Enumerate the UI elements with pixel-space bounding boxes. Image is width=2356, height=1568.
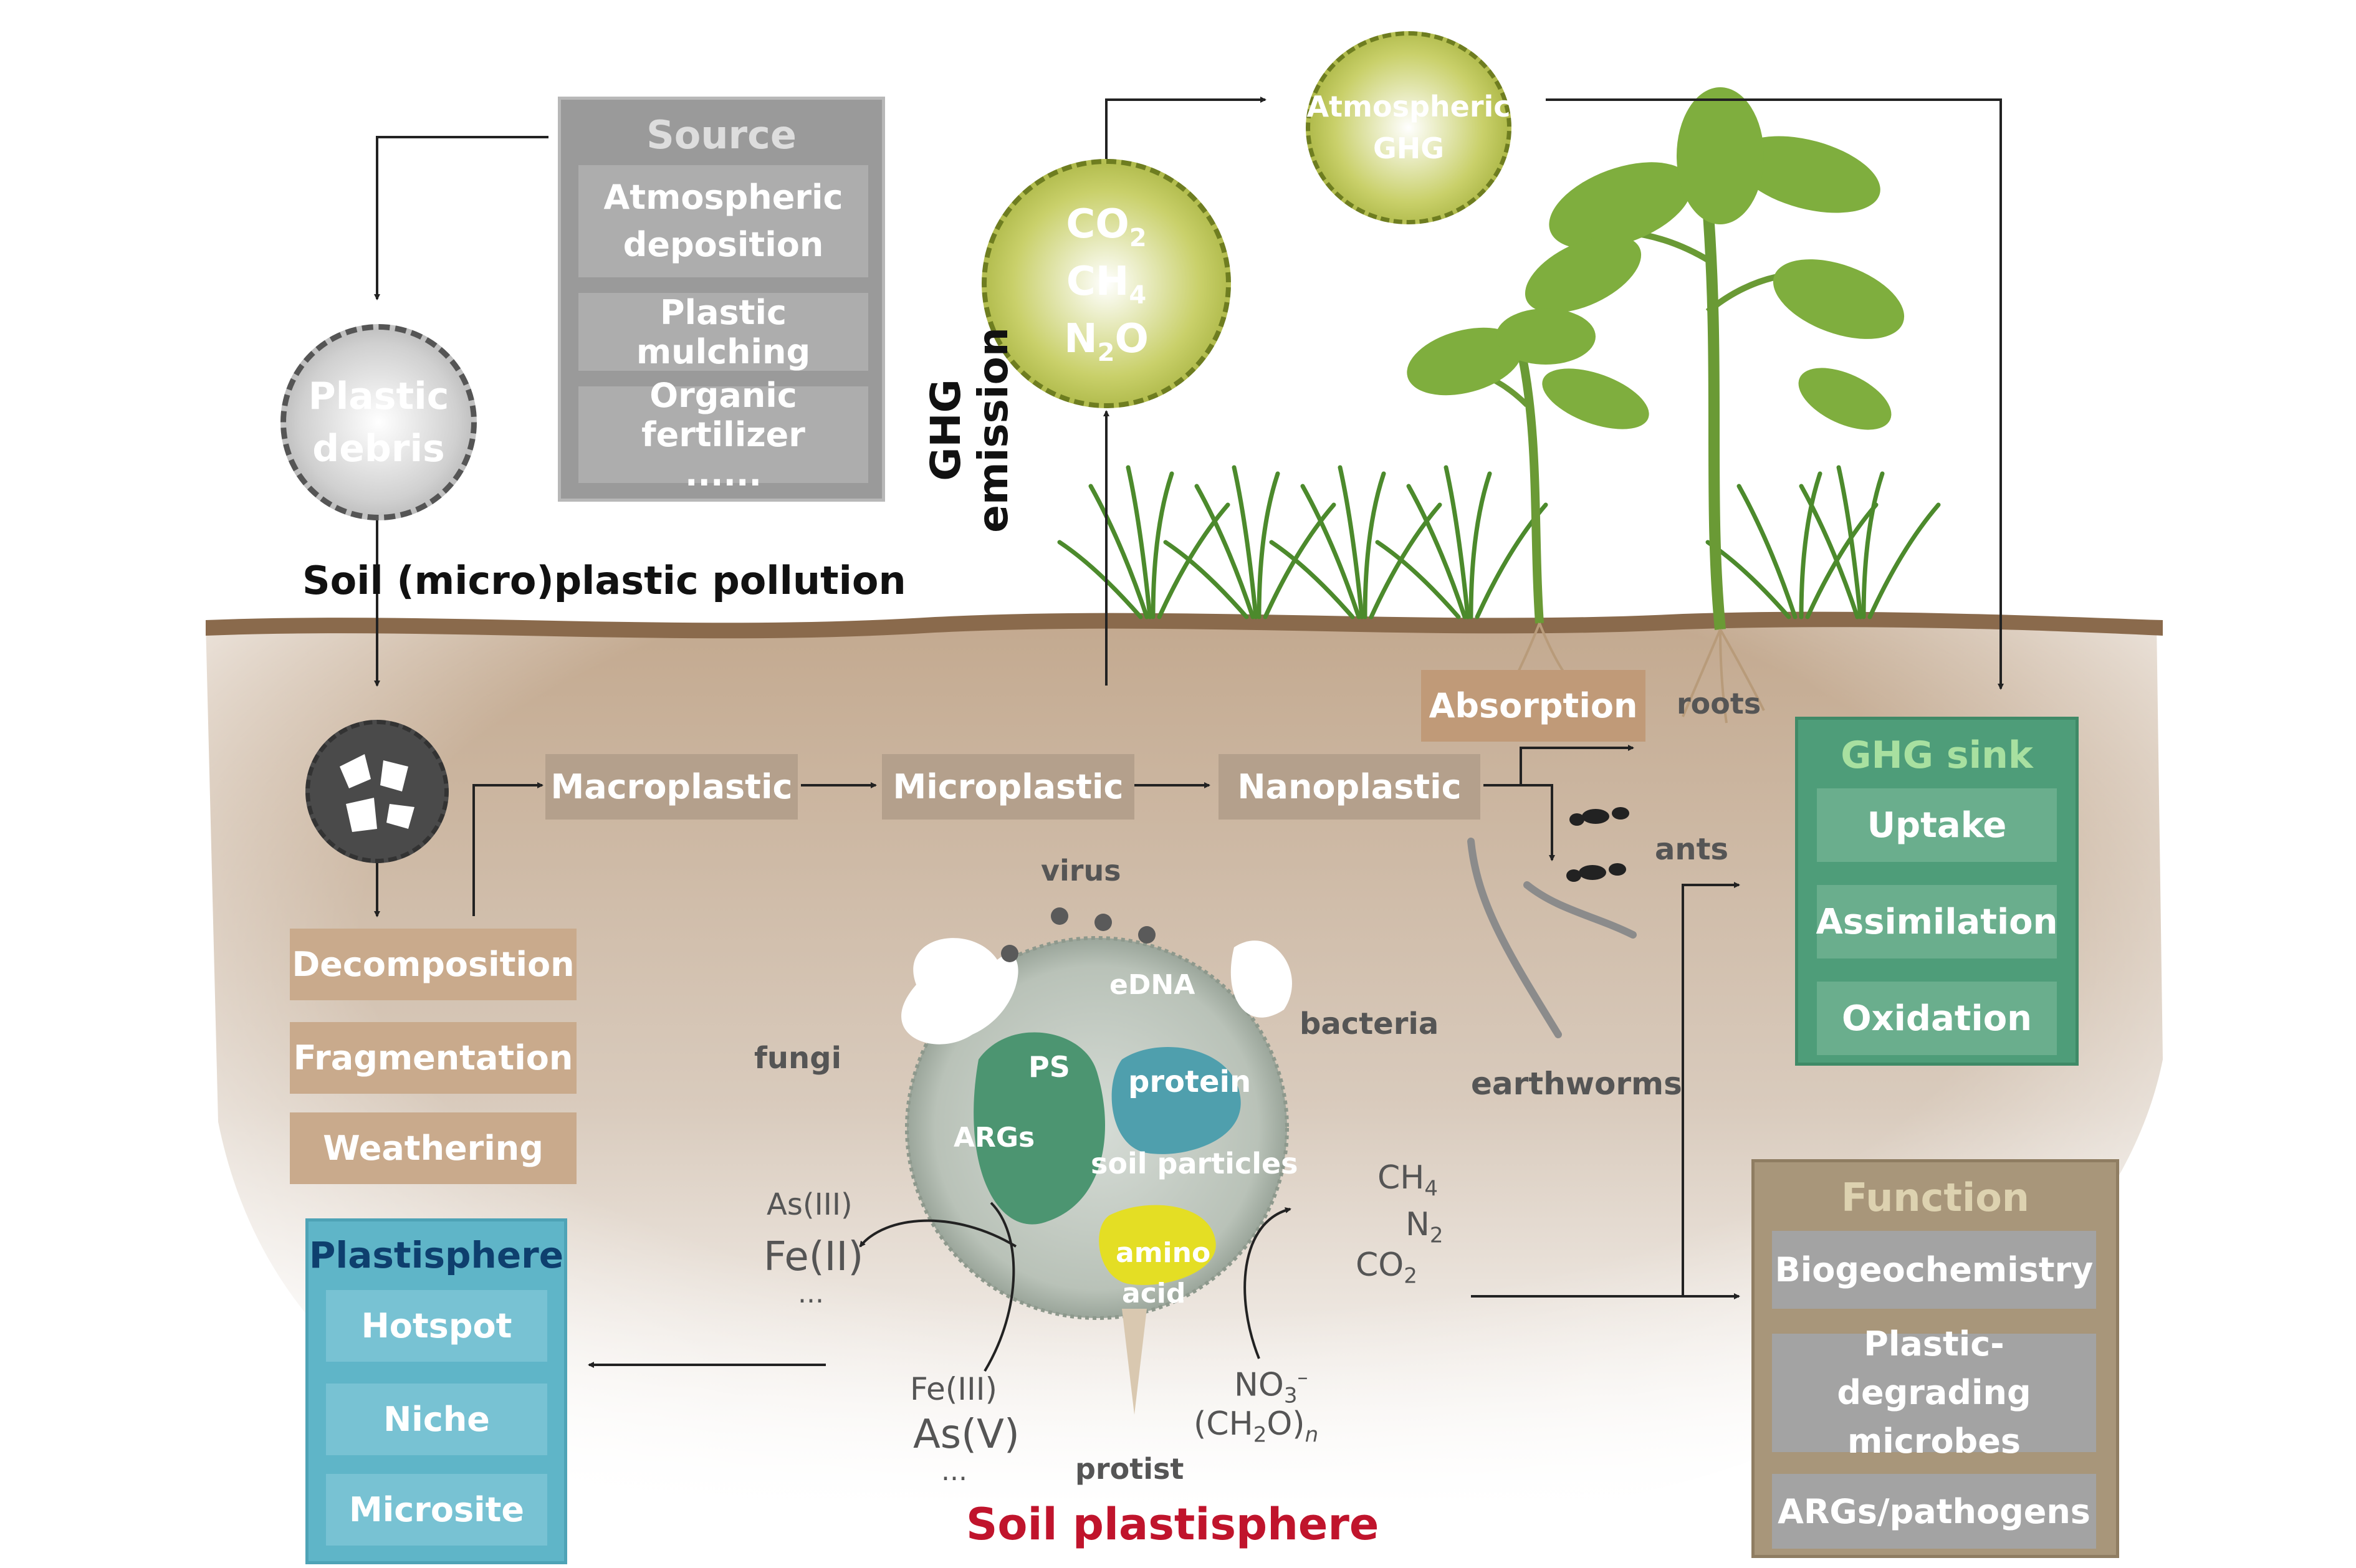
n2o-label: N2O	[1064, 312, 1149, 370]
ghg-sink-panel: GHG sink Uptake Assimilation Oxidation	[1795, 717, 2079, 1066]
as5-label: As(V)	[913, 1412, 1020, 1458]
ants	[1566, 807, 1629, 882]
virus-label: virus	[1041, 854, 1121, 887]
source-item-fertilizer-label: Organic fertilizer	[641, 376, 805, 454]
co2-label: CO2	[1066, 198, 1146, 255]
ghg-sink-assimilation: Assimilation	[1816, 885, 2058, 958]
fragmented-plastic-icon	[305, 720, 449, 863]
ch4-label: CH4	[1066, 255, 1146, 312]
n2-right-sub: 2	[1429, 1223, 1444, 1248]
tomato-plants	[1407, 87, 1905, 630]
ch4-text: CH	[1066, 259, 1129, 305]
source-more: ......	[684, 454, 762, 494]
n2o-text-a: N	[1064, 315, 1098, 362]
plastisphere-niche: Niche	[326, 1384, 547, 1455]
n2-right-text: N	[1405, 1206, 1430, 1243]
plastisphere-hotspot: Hotspot	[326, 1290, 547, 1362]
co2-right-text: CO	[1356, 1246, 1404, 1284]
roots-label: roots	[1677, 687, 1761, 720]
fe3-label: Fe(III)	[910, 1371, 998, 1407]
fungi-label: fungi	[754, 1041, 842, 1076]
ghg-sink-title: GHG sink	[1841, 734, 2033, 777]
plastisphere-microsite: Microsite	[326, 1474, 547, 1546]
ghg-emission-label: GHG emission	[922, 318, 1017, 542]
source-item-fertilizer: Organic fertilizer ......	[578, 376, 868, 494]
ghg-sink-oxidation: Oxidation	[1817, 982, 2057, 1055]
ch2o-label: (CH2O)n	[1194, 1405, 1318, 1447]
edna-label: eDNA	[1109, 969, 1195, 1001]
co2-right-label: CO2	[1356, 1246, 1417, 1288]
no3-text: NO	[1234, 1366, 1284, 1404]
process-decomposition: Decomposition	[290, 929, 577, 1000]
ants-label: ants	[1655, 832, 1729, 867]
bottom-chem-dots: ...	[941, 1455, 967, 1487]
process-fragmentation: Fragmentation	[290, 1022, 577, 1094]
source-item-atmospheric: Atmospheric deposition	[578, 165, 868, 277]
protein-label: protein	[1128, 1064, 1252, 1099]
ghg-gas-circle: CO2 CH4 N2O	[982, 159, 1231, 408]
virus-icons	[1001, 907, 1156, 962]
earthworms	[1467, 838, 1637, 1038]
no3-sub: 3	[1283, 1383, 1298, 1408]
co2-sub: 2	[1129, 224, 1147, 253]
fe2-label: Fe(II)	[764, 1234, 864, 1280]
absorption-box: Absorption	[1421, 670, 1645, 742]
as3-label: As(III)	[767, 1187, 853, 1222]
chain-nanoplastic: Nanoplastic	[1219, 754, 1480, 820]
ch2o-sub: 2	[1253, 1422, 1267, 1448]
n2o-sub: 2	[1097, 338, 1115, 367]
n2o-text-b: O	[1114, 315, 1149, 362]
ch4-sub: 4	[1129, 280, 1147, 310]
function-panel: Function Biogeochemistry Plastic-degradi…	[1751, 1159, 2119, 1558]
ch2o-n: n	[1305, 1422, 1319, 1448]
protist-label: protist	[1075, 1452, 1184, 1486]
bacteria-label: bacteria	[1300, 1006, 1439, 1041]
acid-label: acid	[1122, 1278, 1186, 1309]
n2-right-label: N2	[1405, 1206, 1444, 1248]
function-biogeochemistry: Biogeochemistry	[1772, 1231, 2096, 1309]
source-title: Source	[646, 112, 797, 158]
no3-label: NO3–	[1234, 1365, 1308, 1408]
args-label: ARGs	[954, 1122, 1035, 1154]
grass	[1057, 465, 1941, 619]
co2-right-sub: 2	[1404, 1263, 1417, 1289]
flow-arrows	[374, 97, 2004, 1372]
plastisphere-title: Plastisphere	[309, 1234, 564, 1276]
atmospheric-ghg-label: Atmospheric GHG	[1306, 90, 1511, 165]
ch2o-text-b: O)	[1267, 1405, 1305, 1443]
ch4-right-sub: 4	[1424, 1176, 1439, 1202]
plastisphere-particle	[901, 936, 1292, 1415]
left-chem-dots: ...	[798, 1278, 824, 1309]
soil-surface	[206, 611, 2163, 639]
plastic-debris-circle: Plastic debris	[280, 324, 477, 520]
fragment-shapes	[340, 754, 414, 832]
earthworms-label: earthworms	[1471, 1066, 1682, 1102]
ch2o-text-a: (CH	[1194, 1405, 1253, 1443]
soil-plastisphere-title: Soil plastisphere	[966, 1499, 1379, 1550]
chain-macroplastic: Macroplastic	[545, 754, 798, 820]
ch4-right-text: CH	[1377, 1159, 1425, 1197]
source-item-mulching: Plastic mulching	[578, 293, 868, 371]
source-panel: Source Atmospheric deposition Plastic mu…	[558, 97, 885, 502]
function-plastic-degrading: Plastic-degrading microbes	[1772, 1324, 2096, 1461]
function-title: Function	[1841, 1175, 2029, 1220]
ghg-emission-text: GHG emission	[922, 327, 1017, 533]
plastisphere-panel: Plastisphere Hotspot Niche Microsite	[305, 1218, 567, 1564]
amino-label: amino	[1116, 1237, 1211, 1269]
function-args-pathogens: ARGs/pathogens	[1772, 1474, 2096, 1549]
process-weathering: Weathering	[290, 1112, 577, 1184]
atmospheric-ghg-circle: Atmospheric GHG	[1306, 31, 1511, 224]
pollution-label: Soil (micro)plastic pollution	[302, 558, 906, 603]
ghg-sink-uptake: Uptake	[1817, 788, 2057, 862]
co2-text: CO	[1066, 201, 1129, 248]
chain-microplastic: Microplastic	[882, 754, 1134, 820]
plastic-debris-label: Plastic debris	[308, 374, 449, 471]
ch4-right-label: CH4	[1377, 1159, 1438, 1201]
soil-particles-label: soil particles	[1091, 1147, 1298, 1180]
no3-sup: –	[1297, 1365, 1308, 1390]
ps-label: PS	[1028, 1050, 1070, 1084]
